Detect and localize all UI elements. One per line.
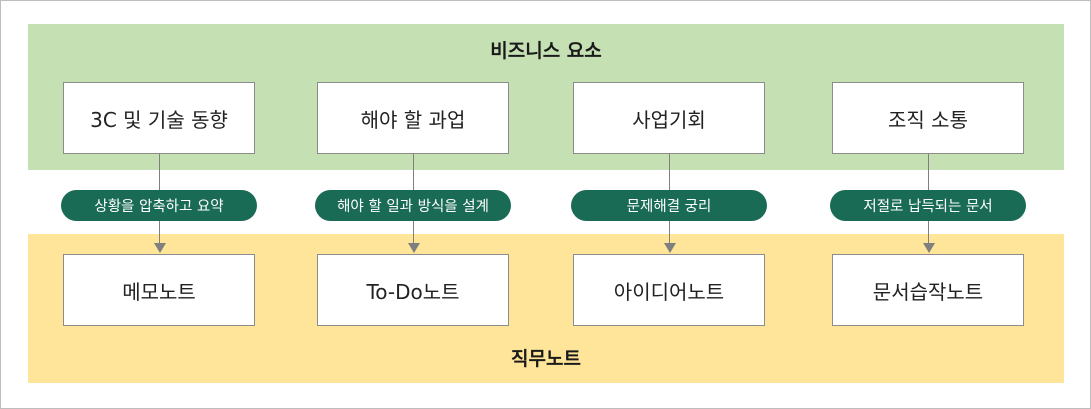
note-box-todo: To-Do노트: [317, 254, 509, 326]
connector-arrow-1: [154, 243, 166, 253]
job-notes-title: 직무노트: [511, 348, 581, 370]
element-box-3c-trends: 3C 및 기술 동향: [63, 82, 255, 154]
connector-arrow-4: [923, 243, 935, 253]
note-box-idea: 아이디어노트: [573, 254, 765, 326]
process-pill-summarize: 상황을 압축하고 요약: [61, 190, 257, 221]
connector-arrow-3: [664, 243, 676, 253]
process-pill-design: 해야 할 일과 방식을 설계: [315, 190, 511, 221]
process-pill-problem-solving: 문제해결 궁리: [571, 190, 767, 221]
element-box-org-communication: 조직 소통: [832, 82, 1024, 154]
note-box-document-practice: 문서습작노트: [832, 254, 1024, 326]
element-box-business-opportunity: 사업기회: [573, 82, 765, 154]
business-elements-title: 비즈니스 요소: [490, 40, 602, 62]
note-box-memo: 메모노트: [63, 254, 255, 326]
connector-arrow-2: [408, 243, 420, 253]
process-pill-persuasive-document: 저절로 납득되는 문서: [830, 190, 1026, 221]
element-box-tasks: 해야 할 과업: [317, 82, 509, 154]
